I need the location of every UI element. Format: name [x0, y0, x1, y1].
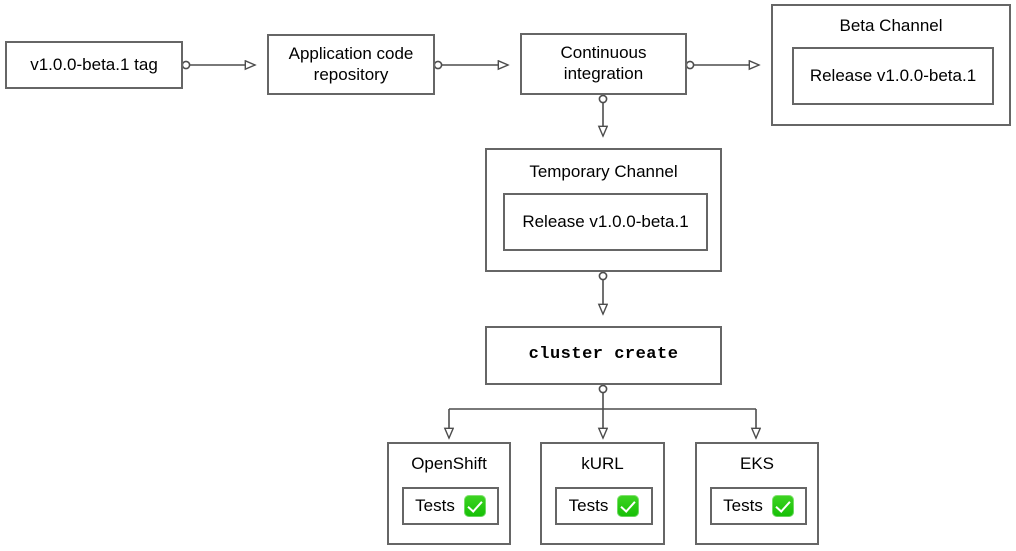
node-continuous-integration[interactable]: Continuous integration [520, 33, 687, 95]
check-green-icon [771, 495, 794, 517]
edge-source-dot-temporary-channel [598, 271, 608, 281]
edge-source-dot-tag [181, 60, 191, 70]
node-application-code-repository[interactable]: Application code repository [267, 34, 435, 95]
node-beta-channel-release-label: Release v1.0.0-beta.1 [809, 65, 977, 85]
node-eks[interactable]: EKS Tests [695, 442, 819, 545]
node-beta-channel-release[interactable]: Release v1.0.0-beta.1 [792, 47, 994, 105]
edge-source-dot-repository [433, 60, 443, 70]
node-openshift-title: OpenShift [411, 454, 487, 473]
check-green-icon [617, 495, 640, 517]
node-continuous-integration-label: Continuous integration [560, 43, 647, 83]
node-beta-channel-title: Beta Channel [839, 16, 943, 35]
node-temporary-channel-release[interactable]: Release v1.0.0-beta.1 [503, 193, 708, 251]
node-beta-channel[interactable]: Beta Channel Release v1.0.0-beta.1 [771, 4, 1011, 126]
node-openshift-tests[interactable]: Tests [402, 487, 499, 525]
node-temporary-channel[interactable]: Temporary Channel Release v1.0.0-beta.1 [485, 148, 722, 272]
node-openshift[interactable]: OpenShift Tests [387, 442, 511, 545]
node-eks-tests[interactable]: Tests [710, 487, 807, 525]
node-openshift-tests-label: Tests [415, 495, 455, 515]
node-tag-label: v1.0.0-beta.1 tag [30, 54, 158, 74]
node-tag[interactable]: v1.0.0-beta.1 tag [5, 41, 183, 89]
node-eks-tests-label: Tests [723, 495, 763, 515]
edge-source-dot-ci-bottom [598, 94, 608, 104]
check-green-icon [463, 495, 486, 517]
edge-source-dot-cluster-create [598, 384, 608, 394]
node-cluster-create[interactable]: cluster create [485, 326, 722, 385]
node-temporary-channel-release-label: Release v1.0.0-beta.1 [522, 211, 689, 231]
node-eks-title: EKS [739, 454, 775, 473]
node-temporary-channel-title: Temporary Channel [529, 162, 678, 181]
node-kurl-tests-label: Tests [568, 495, 609, 515]
node-cluster-create-label: cluster create [528, 345, 679, 365]
node-application-code-repository-label: Application code repository [288, 43, 414, 84]
node-kurl-tests[interactable]: Tests [555, 487, 653, 525]
edge-source-dot-ci-right [685, 60, 695, 70]
node-kurl-title: kURL [581, 454, 624, 473]
node-kurl[interactable]: kURL Tests [540, 442, 665, 545]
